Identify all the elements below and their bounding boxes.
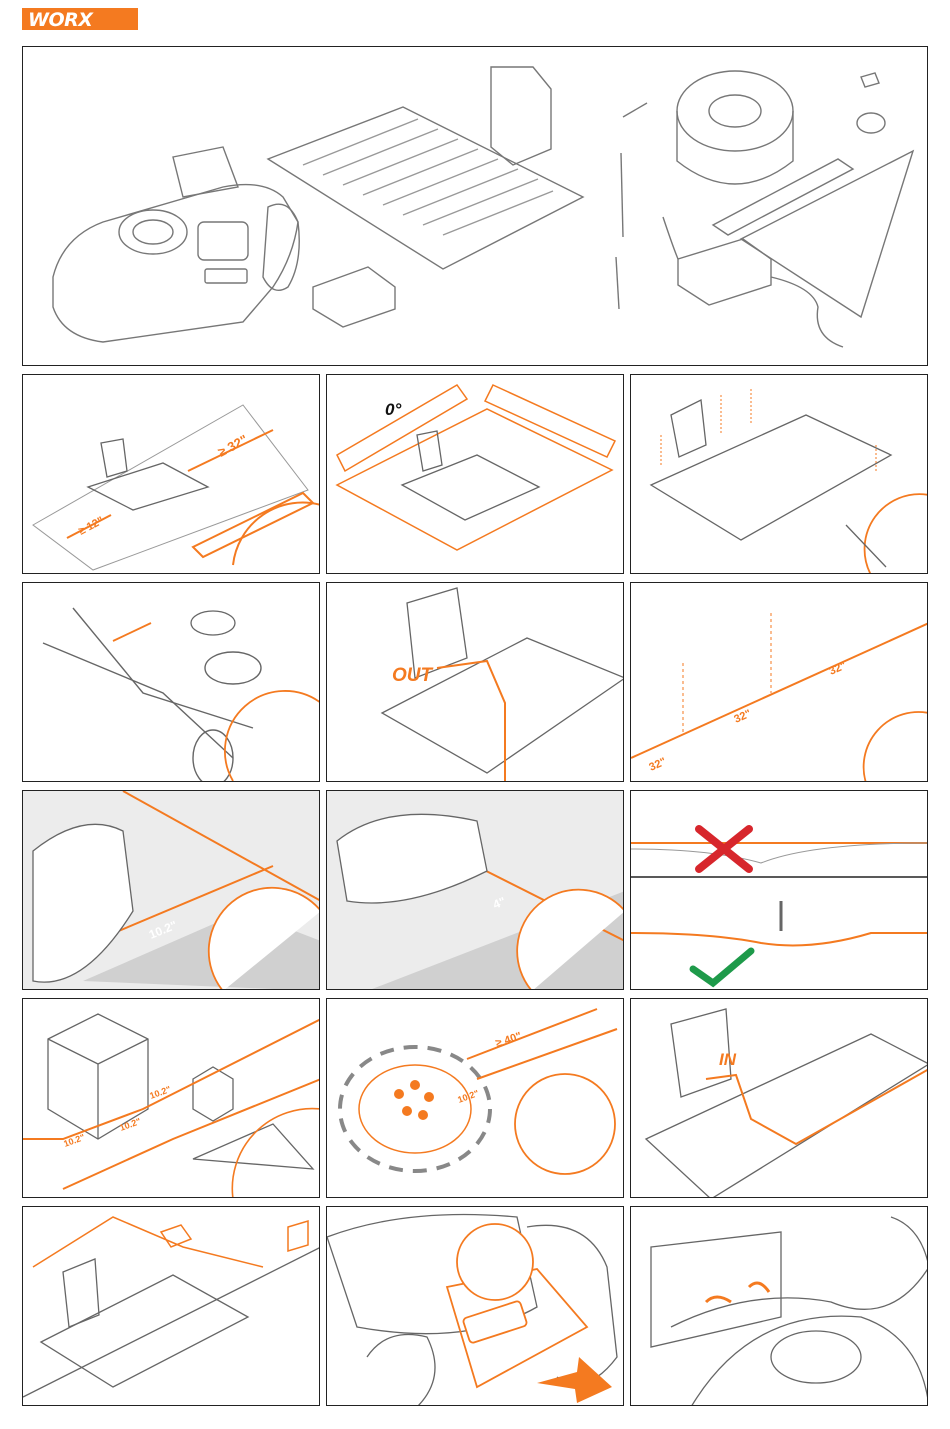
power-connection-illustration [23,1207,320,1406]
panel-flower-bed: ≥ 40" 10.2" [326,998,624,1198]
battery-illustration [313,267,395,327]
label-front-clearance: ≥ 12" [77,515,106,538]
dock-mower-illustration [631,1207,928,1406]
screw-illustration [621,153,623,237]
label-peg-spacing-c: 32" [827,660,848,678]
charging-base-illustration [268,67,583,269]
insert-battery-illustration [327,1207,624,1406]
panel-fix-base [630,374,928,574]
level-surface-illustration: 0° [327,375,624,574]
peg-illustration [616,257,619,309]
panel-wire-in: IN [630,998,928,1198]
fix-base-illustration [631,375,928,574]
brand-logo-text: WORX [28,9,92,31]
panel-wire-height [630,790,928,990]
check-icon [693,951,751,983]
wire-height-illustration [631,791,928,990]
obstacles-illustration: 10.2" 10.2" 10.2" [23,999,320,1198]
placement-clearance-illustration: ≥ 32" ≥ 12" [23,375,320,574]
panel-power-connection [22,1206,320,1406]
wire-out-illustration: OUT [327,583,624,782]
brand-logo: WORX [22,8,138,30]
panel-dock-mower [630,1206,928,1406]
label-wire-in: IN [719,1050,737,1069]
label-flower-bed-distance: 10.2" [456,1088,480,1105]
label-obstacle-c: 10.2" [148,1084,172,1101]
panel-insert-battery [326,1206,624,1406]
package-contents-illustration [23,47,928,366]
path-clearance-illustration: 10.2" [23,791,320,990]
hammer-icon [864,712,928,782]
robot-mower-illustration [53,147,299,342]
cut-wire-illustration [23,583,320,782]
panel-peg-spacing: 32" 32" 32" [630,582,928,782]
panel-wire-out: OUT [326,582,624,782]
wire-spool-illustration [677,71,793,184]
panel-path-clearance: 10.2" [22,790,320,990]
label-wire-out: OUT [392,665,434,686]
panel-obstacles: 10.2" 10.2" 10.2" [22,998,320,1198]
ruler-illustration [713,159,853,235]
peg-spacing-illustration: 32" 32" 32" [631,583,928,782]
cross-icon [699,829,749,869]
label-side-clearance: ≥ 32" [215,432,250,460]
panel-level-surface: 0° [326,374,624,574]
measuring-triangle-illustration [741,151,913,317]
power-supply-illustration [663,217,843,347]
label-peg-spacing-a: 32" [647,756,668,774]
scissors-icon [43,608,261,782]
label-obstacle-a: 10.2" [62,1132,86,1149]
panel-cut-wire [22,582,320,782]
label-corridor-width: ≥ 40" [494,1030,523,1050]
panel-package-contents [22,46,928,366]
flower-bed-illustration: ≥ 40" 10.2" [327,999,624,1198]
label-level-angle: 0° [385,400,401,419]
wire-in-illustration: IN [631,999,928,1198]
label-obstacle-b: 10.2" [118,1116,142,1133]
panel-flat-clearance: 4" [326,790,624,990]
flat-clearance-illustration: 4" [327,791,624,990]
arrow-icon [537,1357,612,1403]
panel-placement-clearance: ≥ 32" ≥ 12" [22,374,320,574]
